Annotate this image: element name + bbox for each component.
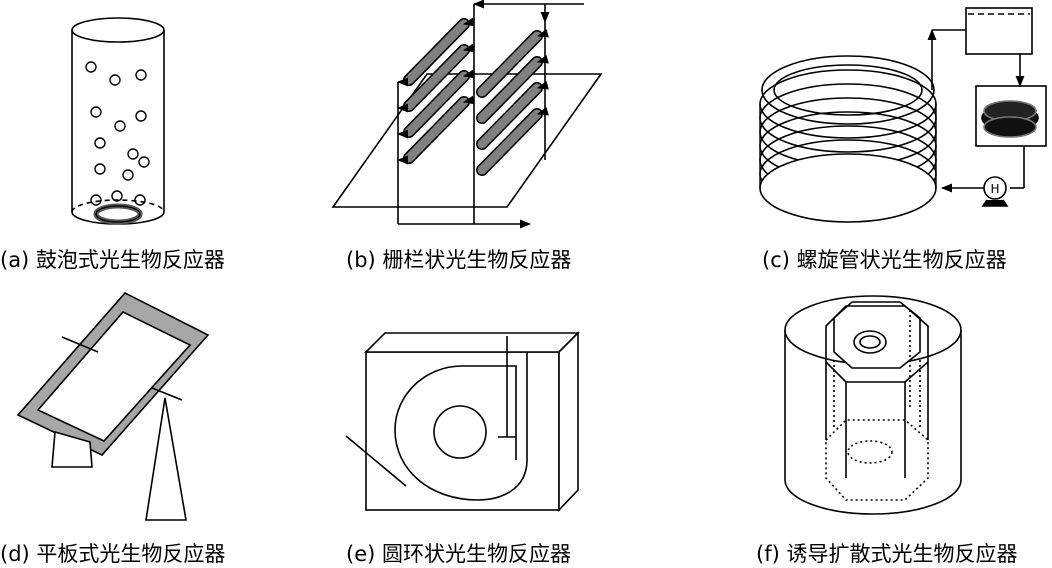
- flat-plate-reactor: [18, 293, 208, 520]
- caption-a: (a) 鼓泡式光生物反应器: [0, 244, 225, 274]
- helical-tube-reactor: H: [760, 8, 1046, 222]
- feed-pipe: [474, 4, 584, 22]
- caption-e: (e) 圆环状光生物反应器: [346, 538, 571, 568]
- reservoir-tank: [966, 8, 1032, 54]
- right-support: [146, 398, 186, 520]
- gas-bubbles: [86, 62, 149, 205]
- svg-text:H: H: [990, 182, 999, 196]
- right-tube-bank: [474, 22, 545, 224]
- bubble-column-reactor: [72, 18, 164, 224]
- caption-b: (b) 栅栏状光生物反应器: [346, 244, 571, 274]
- helix-coils: [760, 56, 936, 222]
- caption-d: (d) 平板式光生物反应器: [0, 538, 225, 568]
- caption-f: (f) 诱导扩散式光生物反应器: [756, 538, 1017, 568]
- caption-c: (c) 螺旋管状光生物反应器: [762, 244, 1007, 274]
- induced-diffusion-reactor: [785, 296, 961, 514]
- annular-reactor: [346, 333, 578, 510]
- fence-reactor: [333, 4, 601, 224]
- return-loop: H: [932, 8, 1046, 206]
